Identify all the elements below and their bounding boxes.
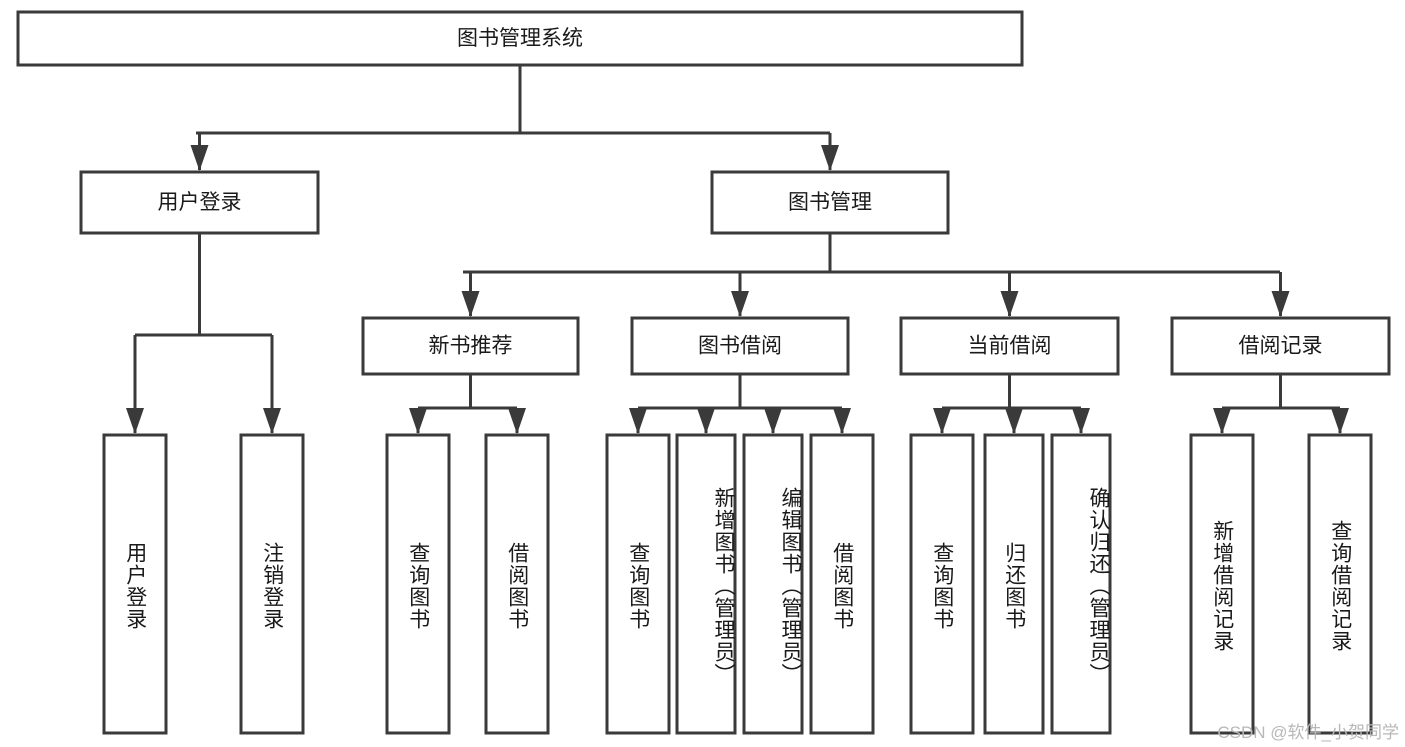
node-leaf-cur-return[interactable]: [983, 433, 1045, 735]
edge-book-manage-to-book-borrow: [731, 272, 749, 317]
node-leaf-cur-confirm[interactable]: [1050, 433, 1112, 735]
node-leaf-rec-add-rect[interactable]: [1189, 433, 1255, 735]
node-leaf-borrow-edit-rect[interactable]: [742, 433, 804, 735]
edge-book-borrow-to-leaf-borrow-do: [833, 408, 851, 434]
edge-current-borrow-to-leaf-cur-query: [933, 408, 951, 434]
edge-borrow-record-to-leaf-rec-add: [1213, 408, 1231, 434]
edge-book-borrow-to-leaf-borrow-add: [697, 408, 715, 434]
node-book-manage-label: 图书管理: [788, 191, 872, 214]
node-leaf-rec-query2[interactable]: [1307, 433, 1373, 735]
node-book-borrow-rect[interactable]: [630, 316, 850, 376]
node-root-root-rect[interactable]: [16, 10, 1024, 67]
node-borrow-record[interactable]: [1170, 316, 1391, 376]
node-leaf-user-login[interactable]: [102, 433, 168, 735]
edge-user-login-to-leaf-user-login: [126, 335, 144, 434]
node-leaf-rec-add[interactable]: [1189, 433, 1255, 735]
node-leaf-rec-borrow-rect[interactable]: [484, 433, 550, 735]
node-leaf-borrow-do[interactable]: [809, 433, 875, 735]
node-leaf-borrow-edit[interactable]: [742, 433, 804, 735]
node-borrow-record-rect[interactable]: [1170, 316, 1391, 376]
edge-book-manage-to-new-book-rec: [461, 272, 480, 317]
node-leaf-rec-query-rect[interactable]: [385, 433, 451, 735]
node-leaf-borrow-add[interactable]: [675, 433, 737, 735]
node-leaf-user-login-rect[interactable]: [102, 433, 168, 735]
edge-user-login-to-leaf-user-logout: [263, 335, 281, 434]
node-leaf-user-logout[interactable]: [239, 433, 305, 735]
node-user-login-rect[interactable]: [79, 170, 320, 235]
node-book-manage[interactable]: [710, 170, 950, 235]
node-current-borrow-rect[interactable]: [899, 316, 1120, 376]
node-book-borrow[interactable]: [630, 316, 850, 376]
node-current-borrow[interactable]: [899, 316, 1120, 376]
edge-book-borrow-to-leaf-borrow-edit: [764, 408, 782, 434]
node-book-borrow-label: 图书借阅: [698, 335, 782, 358]
node-leaf-cur-confirm-rect[interactable]: [1050, 433, 1112, 735]
edge-root-to-book-manage: [821, 133, 839, 171]
edge-new-book-rec-to-leaf-rec-borrow: [508, 408, 526, 434]
node-leaf-borrow-add-rect[interactable]: [675, 433, 737, 735]
node-new-book-rec-rect[interactable]: [361, 316, 580, 376]
node-borrow-record-label: 借阅记录: [1239, 335, 1323, 358]
node-new-book-rec-label: 新书推荐: [429, 335, 513, 358]
node-root-root-label: 图书管理系统: [457, 27, 583, 50]
node-leaf-rec-query2-rect[interactable]: [1307, 433, 1373, 735]
node-leaf-borrow-query-rect[interactable]: [605, 433, 671, 735]
node-leaf-rec-query[interactable]: [385, 433, 451, 735]
node-current-borrow-label: 当前借阅: [968, 335, 1052, 358]
node-leaf-rec-borrow[interactable]: [484, 433, 550, 735]
node-new-book-rec[interactable]: [361, 316, 580, 376]
node-leaf-borrow-do-rect[interactable]: [809, 433, 875, 735]
node-user-login-label: 用户登录: [158, 191, 242, 214]
node-leaf-cur-query-rect[interactable]: [909, 433, 975, 735]
node-leaf-cur-query[interactable]: [909, 433, 975, 735]
edge-borrow-record-to-leaf-rec-query2: [1331, 408, 1349, 434]
edge-book-borrow-to-leaf-borrow-query: [629, 408, 647, 434]
edge-current-borrow-to-leaf-cur-confirm: [1072, 408, 1090, 434]
node-leaf-borrow-query[interactable]: [605, 433, 671, 735]
connector-layer: [126, 65, 1349, 434]
edge-new-book-rec-to-leaf-rec-query: [409, 408, 427, 434]
node-leaf-cur-return-rect[interactable]: [983, 433, 1045, 735]
edge-book-manage-to-current-borrow: [1000, 272, 1019, 317]
node-leaf-user-logout-rect[interactable]: [239, 433, 305, 735]
edge-current-borrow-to-leaf-cur-return: [1005, 408, 1023, 434]
watermark: CSDN @软件_小贺同学: [1217, 723, 1399, 742]
node-root-root[interactable]: [16, 10, 1024, 67]
node-user-login[interactable]: [79, 170, 320, 235]
edge-root-to-user-login: [190, 133, 209, 171]
node-book-manage-rect[interactable]: [710, 170, 950, 235]
edge-book-manage-to-borrow-record: [1271, 272, 1290, 317]
